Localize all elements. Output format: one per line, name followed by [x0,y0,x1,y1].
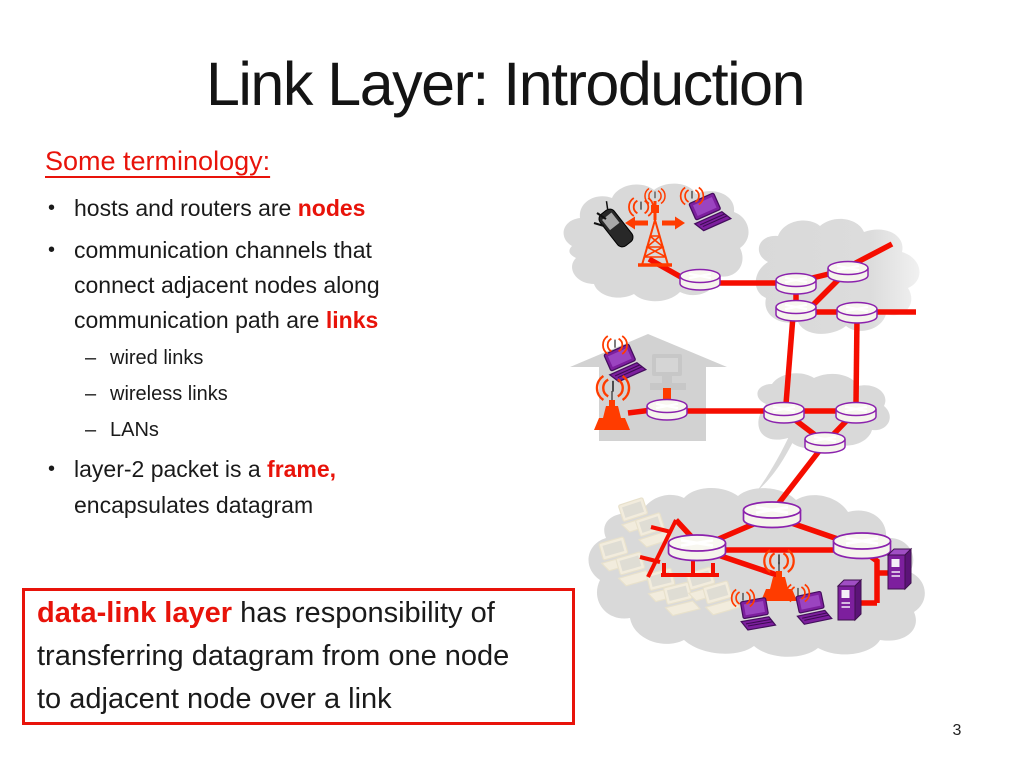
dash-icon: – [85,419,97,441]
sub-bullet-wireless: – wireless links [45,376,445,412]
bullet-frame: • layer-2 packet is a frame, encapsulate… [45,451,445,523]
sub-bullet-wired: – wired links [45,340,445,376]
terminology-section: Some terminology: • hosts and routers ar… [45,146,445,523]
bullet-nodes: • hosts and routers are nodes [45,189,445,227]
server-icon [887,548,912,590]
term-links: links [325,307,379,333]
bullet-icon: • [48,239,56,261]
router-node [803,431,847,455]
datalink-callout-box: data-link layer has responsibility of tr… [22,588,575,725]
sub-bullet-lans: – LANs [45,412,445,448]
term-datalink-layer: data-link layer [37,597,233,629]
page-number: 3 [952,722,962,739]
router-node [835,301,879,325]
router-node [742,500,802,529]
bullet-icon: • [48,458,56,480]
bullet-links: • communication channels that connect ad… [45,233,445,338]
router-node [826,260,870,284]
router-node [832,531,892,560]
router-node [834,401,878,425]
slide-title: Link Layer: Introduction [205,50,806,118]
router-node [645,398,689,422]
router-node [678,268,722,292]
server-icon [837,579,862,621]
term-nodes: nodes [297,195,366,221]
term-frame: frame, [267,456,337,482]
dash-icon: – [85,347,97,369]
section-heading: Some terminology: [45,146,271,176]
monitor-icon [650,354,686,390]
router-node [762,401,806,425]
router-node [667,533,727,562]
cell-tower-icon [625,187,685,267]
router-node [774,272,818,296]
clack-marks [593,212,607,228]
home-house [570,334,727,441]
router-node [774,299,818,323]
dash-icon: – [85,383,97,405]
cellphone-icon [598,201,634,248]
bullet-icon: • [48,197,56,219]
